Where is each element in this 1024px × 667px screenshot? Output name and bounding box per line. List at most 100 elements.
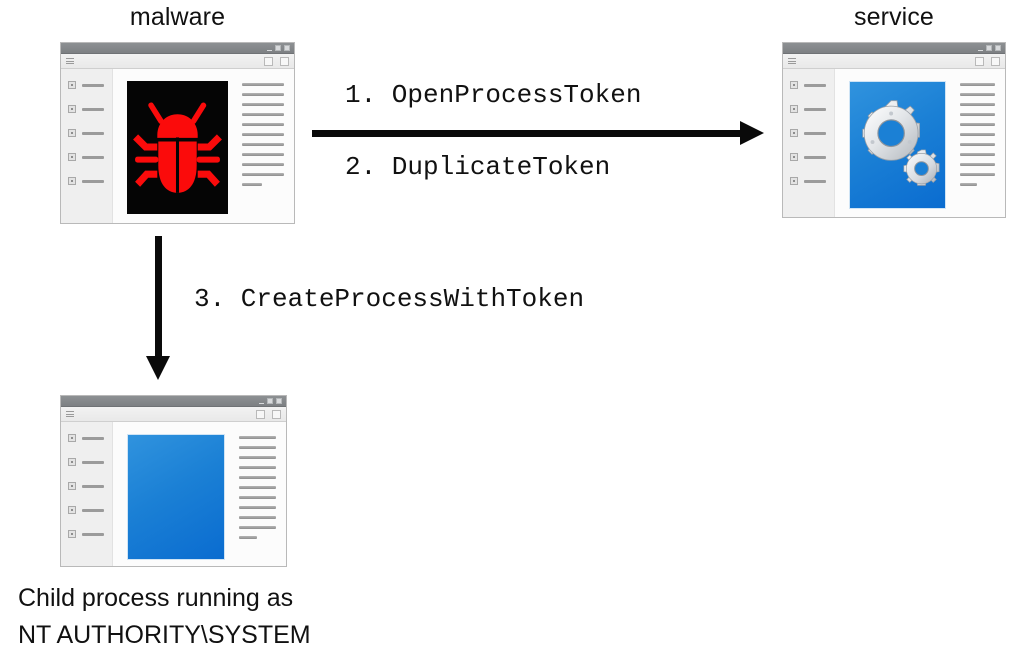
sidebar-item[interactable] bbox=[61, 506, 112, 514]
window-sidebar[interactable] bbox=[783, 69, 835, 217]
step-1-label: 1. OpenProcessToken bbox=[345, 80, 642, 110]
sidebar-item[interactable] bbox=[783, 105, 834, 113]
maximize-icon[interactable] bbox=[267, 398, 273, 404]
sidebar-square-icon bbox=[790, 153, 798, 161]
text-line bbox=[242, 153, 284, 156]
minimize-icon[interactable] bbox=[978, 49, 983, 51]
sidebar-item[interactable] bbox=[61, 458, 112, 466]
close-icon[interactable] bbox=[284, 45, 290, 51]
gears-icon bbox=[849, 81, 946, 209]
step-2-label: 2. DuplicateToken bbox=[345, 152, 611, 182]
window-controls[interactable] bbox=[267, 45, 290, 51]
sidebar-square-icon bbox=[68, 81, 76, 89]
window-body bbox=[61, 422, 286, 566]
window-sidebar[interactable] bbox=[61, 422, 113, 566]
toolbar-button-1[interactable] bbox=[975, 57, 984, 66]
toolbar-button-1[interactable] bbox=[256, 410, 265, 419]
sidebar-item[interactable] bbox=[783, 81, 834, 89]
sidebar-item[interactable] bbox=[61, 177, 112, 185]
text-line bbox=[242, 173, 284, 176]
malware-window[interactable] bbox=[60, 42, 295, 224]
window-titlebar[interactable] bbox=[783, 43, 1005, 54]
maximize-icon[interactable] bbox=[275, 45, 281, 51]
sidebar-label-bar bbox=[82, 436, 104, 440]
toolbar-button-2[interactable] bbox=[280, 57, 289, 66]
window-sidebar[interactable] bbox=[61, 69, 113, 223]
sidebar-label-bar bbox=[804, 83, 826, 87]
text-line bbox=[242, 183, 263, 186]
text-line bbox=[239, 516, 276, 519]
sidebar-square-icon bbox=[790, 105, 798, 113]
text-line bbox=[239, 446, 276, 449]
step-3-label: 3. CreateProcessWithToken bbox=[194, 284, 585, 314]
window-content bbox=[113, 422, 286, 566]
text-line bbox=[239, 456, 276, 459]
child-process-caption: Child process running as NT AUTHORITY\SY… bbox=[18, 580, 311, 654]
sidebar-label-bar bbox=[82, 460, 104, 464]
window-titlebar[interactable] bbox=[61, 396, 286, 407]
window-titlebar[interactable] bbox=[61, 43, 294, 54]
bug-icon bbox=[127, 81, 228, 214]
arrow-stem bbox=[312, 130, 742, 137]
sidebar-item[interactable] bbox=[61, 434, 112, 442]
toolbar-buttons[interactable] bbox=[264, 57, 289, 66]
sidebar-item[interactable] bbox=[61, 81, 112, 89]
child-process-window[interactable] bbox=[60, 395, 287, 567]
sidebar-item[interactable] bbox=[61, 105, 112, 113]
sidebar-label-bar bbox=[82, 155, 104, 159]
window-body bbox=[783, 69, 1005, 217]
toolbar-buttons[interactable] bbox=[256, 410, 281, 419]
window-toolbar[interactable] bbox=[61, 407, 286, 422]
sidebar-label-bar bbox=[804, 107, 826, 111]
sidebar-square-icon bbox=[790, 129, 798, 137]
text-line bbox=[242, 133, 284, 136]
sidebar-square-icon bbox=[68, 105, 76, 113]
sidebar-item[interactable] bbox=[783, 153, 834, 161]
window-toolbar[interactable] bbox=[61, 54, 294, 69]
hamburger-icon[interactable] bbox=[66, 410, 74, 418]
sidebar-item[interactable] bbox=[61, 129, 112, 137]
text-line bbox=[242, 163, 284, 166]
minimize-icon[interactable] bbox=[267, 49, 272, 51]
text-line bbox=[239, 536, 257, 539]
sidebar-item[interactable] bbox=[783, 177, 834, 185]
content-text-lines bbox=[946, 81, 995, 207]
sidebar-label-bar bbox=[82, 107, 104, 111]
sidebar-item[interactable] bbox=[61, 153, 112, 161]
window-controls[interactable] bbox=[259, 398, 282, 404]
toolbar-button-2[interactable] bbox=[272, 410, 281, 419]
content-text-lines bbox=[225, 434, 276, 556]
sidebar-label-bar bbox=[82, 131, 104, 135]
toolbar-buttons[interactable] bbox=[975, 57, 1000, 66]
sidebar-item[interactable] bbox=[783, 129, 834, 137]
hamburger-icon[interactable] bbox=[788, 57, 796, 65]
sidebar-square-icon bbox=[68, 129, 76, 137]
text-line bbox=[960, 123, 995, 126]
close-icon[interactable] bbox=[995, 45, 1001, 51]
arrow-head-icon bbox=[740, 121, 764, 145]
window-content bbox=[835, 69, 1005, 217]
caption-line-1: Child process running as bbox=[18, 584, 294, 612]
sidebar-square-icon bbox=[68, 153, 76, 161]
text-line bbox=[242, 123, 284, 126]
hamburger-icon[interactable] bbox=[66, 57, 74, 65]
text-line bbox=[242, 143, 284, 146]
sidebar-square-icon bbox=[790, 177, 798, 185]
text-line bbox=[239, 476, 276, 479]
window-body bbox=[61, 69, 294, 223]
minimize-icon[interactable] bbox=[259, 402, 264, 404]
window-controls[interactable] bbox=[978, 45, 1001, 51]
toolbar-button-2[interactable] bbox=[991, 57, 1000, 66]
sidebar-item[interactable] bbox=[61, 530, 112, 538]
toolbar-button-1[interactable] bbox=[264, 57, 273, 66]
service-window[interactable] bbox=[782, 42, 1006, 218]
text-line bbox=[242, 113, 284, 116]
close-icon[interactable] bbox=[276, 398, 282, 404]
sidebar-item[interactable] bbox=[61, 482, 112, 490]
window-toolbar[interactable] bbox=[783, 54, 1005, 69]
text-line bbox=[960, 103, 995, 106]
maximize-icon[interactable] bbox=[986, 45, 992, 51]
sidebar-label-bar bbox=[804, 155, 826, 159]
sidebar-label-bar bbox=[804, 131, 826, 135]
text-line bbox=[960, 183, 977, 186]
